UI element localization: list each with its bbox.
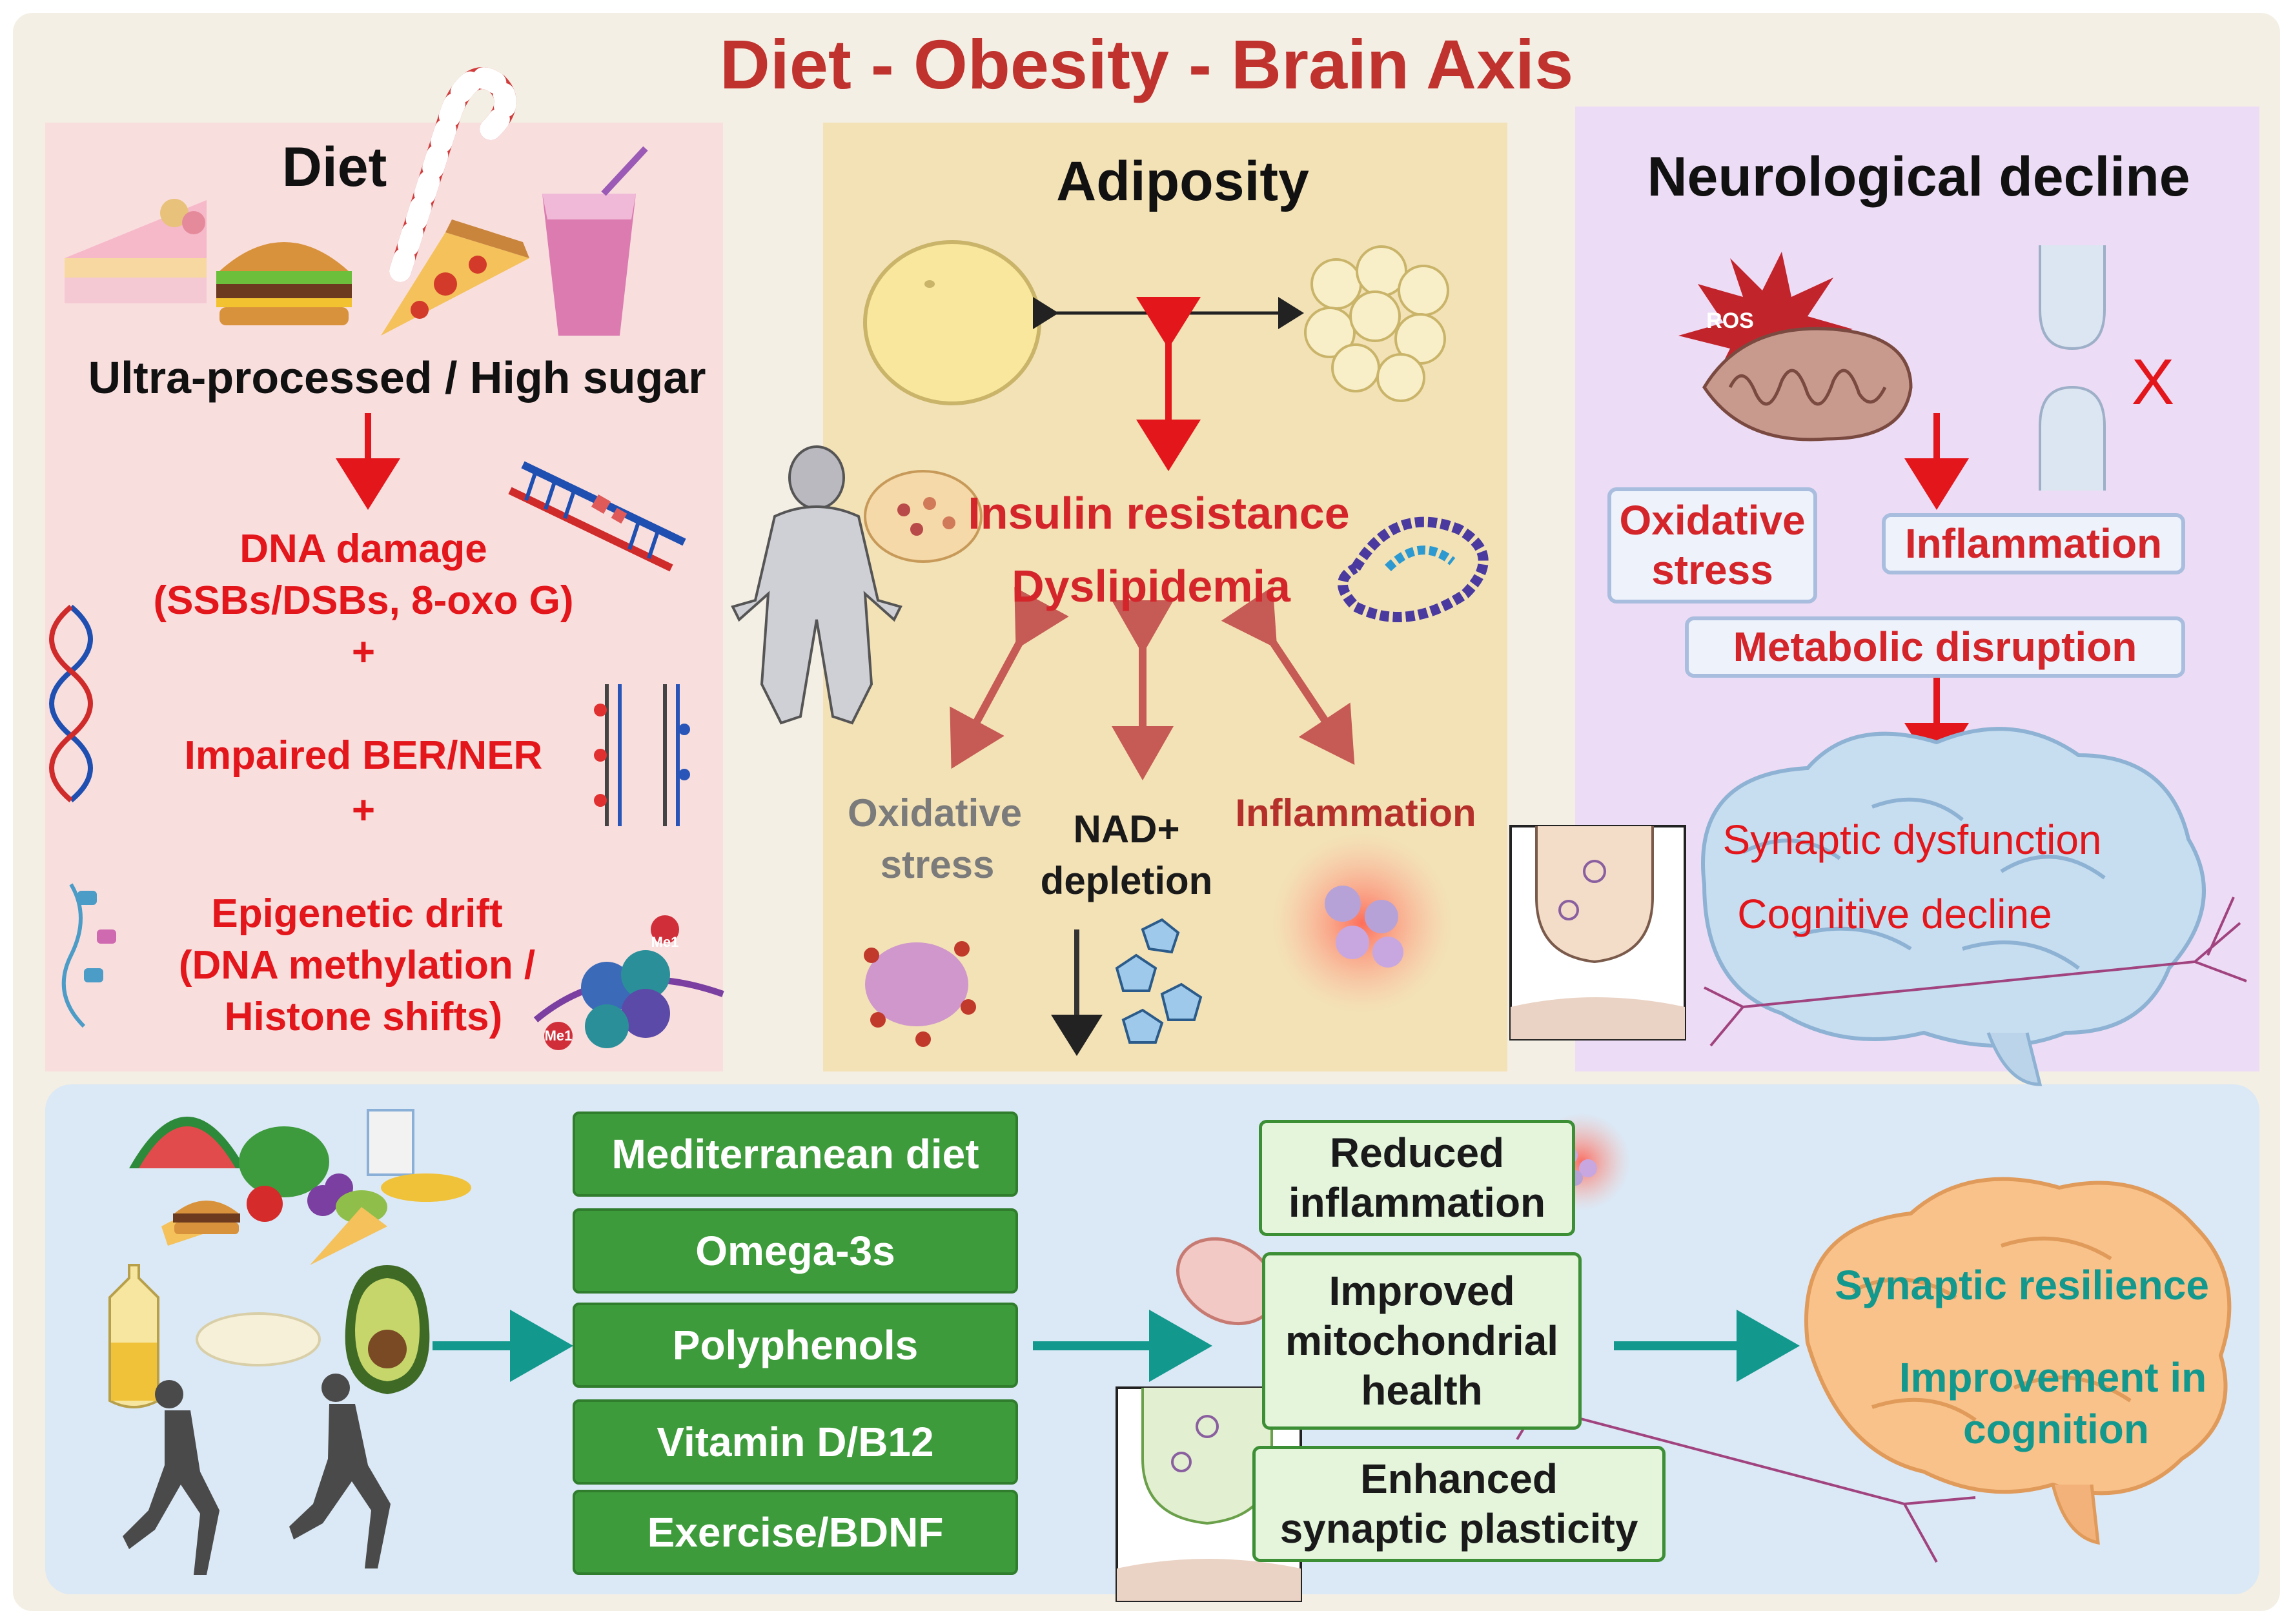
adiposity-oxidative-line2: stress	[880, 843, 995, 886]
epigenetic-line2: (DNA methylation /	[178, 943, 536, 988]
dna-ladder-icon	[508, 461, 686, 572]
plus-sign-2: +	[351, 788, 376, 833]
dna-damage-line2: (SSBs/DSBs, 8-oxo G)	[153, 578, 574, 623]
smoothie-icon	[542, 146, 648, 336]
outcome-reduced-line1: Reduced	[1329, 1130, 1505, 1177]
cognitive-decline: Cognitive decline	[1737, 891, 2052, 937]
metabolic-disruption: Metabolic disruption	[1733, 624, 2137, 671]
nad-line2: depletion	[1040, 859, 1213, 902]
dna-repair-icon	[594, 684, 690, 826]
synaptic-resilience: Synaptic resilience	[1835, 1262, 2209, 1308]
synapse-icon	[2039, 245, 2106, 491]
intervention-omega3: Omega-3s	[573, 1208, 1018, 1294]
olive-oil-icon	[108, 1264, 159, 1408]
small-fat-cells-icon	[1304, 245, 1449, 402]
adiposity-heading: Adiposity	[1056, 150, 1309, 212]
adiposity-oxidative-line1: Oxidative	[847, 791, 1023, 835]
avocado-icon	[345, 1265, 430, 1394]
cake-icon	[65, 199, 207, 303]
diet-heading: Diet	[281, 136, 387, 198]
nad-molecule-icon	[1051, 918, 1203, 1056]
intervention-mediterranean: Mediterranean diet	[573, 1111, 1018, 1197]
impaired-repair: Impaired BER/NER	[184, 733, 543, 778]
epigenetic-line1: Epigenetic drift	[211, 891, 503, 936]
x-mark: X	[2131, 346, 2175, 418]
brain-blue-icon	[1701, 727, 2206, 1086]
neuro-heading: Neurological decline	[1647, 146, 2190, 208]
me-label-1: Me1	[651, 934, 679, 950]
immune-cells-glow-icon	[1272, 833, 1452, 1013]
chromatin-icon	[61, 883, 116, 1028]
neuro-oxidative-line1: Oxidative	[1619, 497, 1806, 544]
mitochondrion-icon	[1702, 327, 1913, 442]
adipose-tissue-icon	[864, 470, 983, 563]
fat-cell-icon	[863, 240, 1041, 405]
runners-icon	[123, 1374, 391, 1575]
outcome-reduced-line2: inflammation	[1288, 1179, 1546, 1226]
neuro-inflammation-box: Inflammation	[1882, 513, 2185, 574]
neuro-inflammation: Inflammation	[1904, 520, 2163, 567]
mayonnaise-icon	[196, 1312, 321, 1366]
diet-subheading: Ultra-processed / High sugar	[88, 352, 706, 403]
arrow-to-oxidative	[950, 587, 1069, 769]
neuro-oxidative-line2: stress	[1651, 547, 1773, 593]
synaptic-dysfunction: Synaptic dysfunction	[1722, 817, 2102, 863]
ros-label: ROS	[1706, 309, 1754, 333]
insulin-resistance: Insulin resistance	[968, 488, 1350, 538]
metabolic-disruption-box: Metabolic disruption	[1685, 616, 2185, 678]
oxidative-cell-icon	[864, 941, 976, 1047]
dna-helix-icon	[49, 604, 93, 803]
plus-sign-1: +	[351, 630, 376, 675]
me-label-2: Me1	[544, 1028, 573, 1044]
synapse-bottom-box-icon	[1116, 1386, 1302, 1602]
outcome-mito-line2: mitochondrial	[1285, 1317, 1559, 1365]
intervention-polyphenols: Polyphenols	[573, 1303, 1018, 1388]
intervention-vitamin: Vitamin D/B12	[573, 1399, 1018, 1485]
nucleosome-icon	[533, 915, 724, 1050]
intervention-exercise: Exercise/BDNF	[573, 1490, 1018, 1575]
outcome-mito-line1: Improved	[1329, 1268, 1515, 1315]
arrow-to-inflammation	[1221, 586, 1355, 765]
healthy-food-icon	[129, 1109, 471, 1265]
adiposity-inflammation: Inflammation	[1235, 791, 1476, 835]
burger-icon	[216, 242, 352, 325]
nad-line1: NAD+	[1073, 807, 1180, 851]
brain-orange-icon	[1804, 1177, 2232, 1545]
dna-damage-line1: DNA damage	[239, 527, 487, 571]
neuron-icon	[1704, 897, 2247, 1047]
epigenetic-line3: Histone shifts)	[224, 995, 503, 1039]
candy-cane-icon	[389, 67, 516, 282]
synapse-box-icon	[1509, 825, 1686, 1040]
outcome-synaptic-line1: Enhanced	[1360, 1456, 1558, 1503]
human-body-icon	[731, 445, 902, 725]
pizza-icon	[381, 219, 529, 336]
outcome-synaptic-line2: synaptic plasticity	[1279, 1505, 1638, 1552]
cognition-line1: Improvement in	[1899, 1354, 2207, 1401]
outcome-mito-line3: health	[1361, 1366, 1483, 1414]
main-title: Diet - Obesity - Brain Axis	[719, 25, 1574, 103]
cognition-line2: cognition	[1963, 1406, 2149, 1452]
dyslipidemia: Dyslipidemia	[1012, 561, 1290, 611]
